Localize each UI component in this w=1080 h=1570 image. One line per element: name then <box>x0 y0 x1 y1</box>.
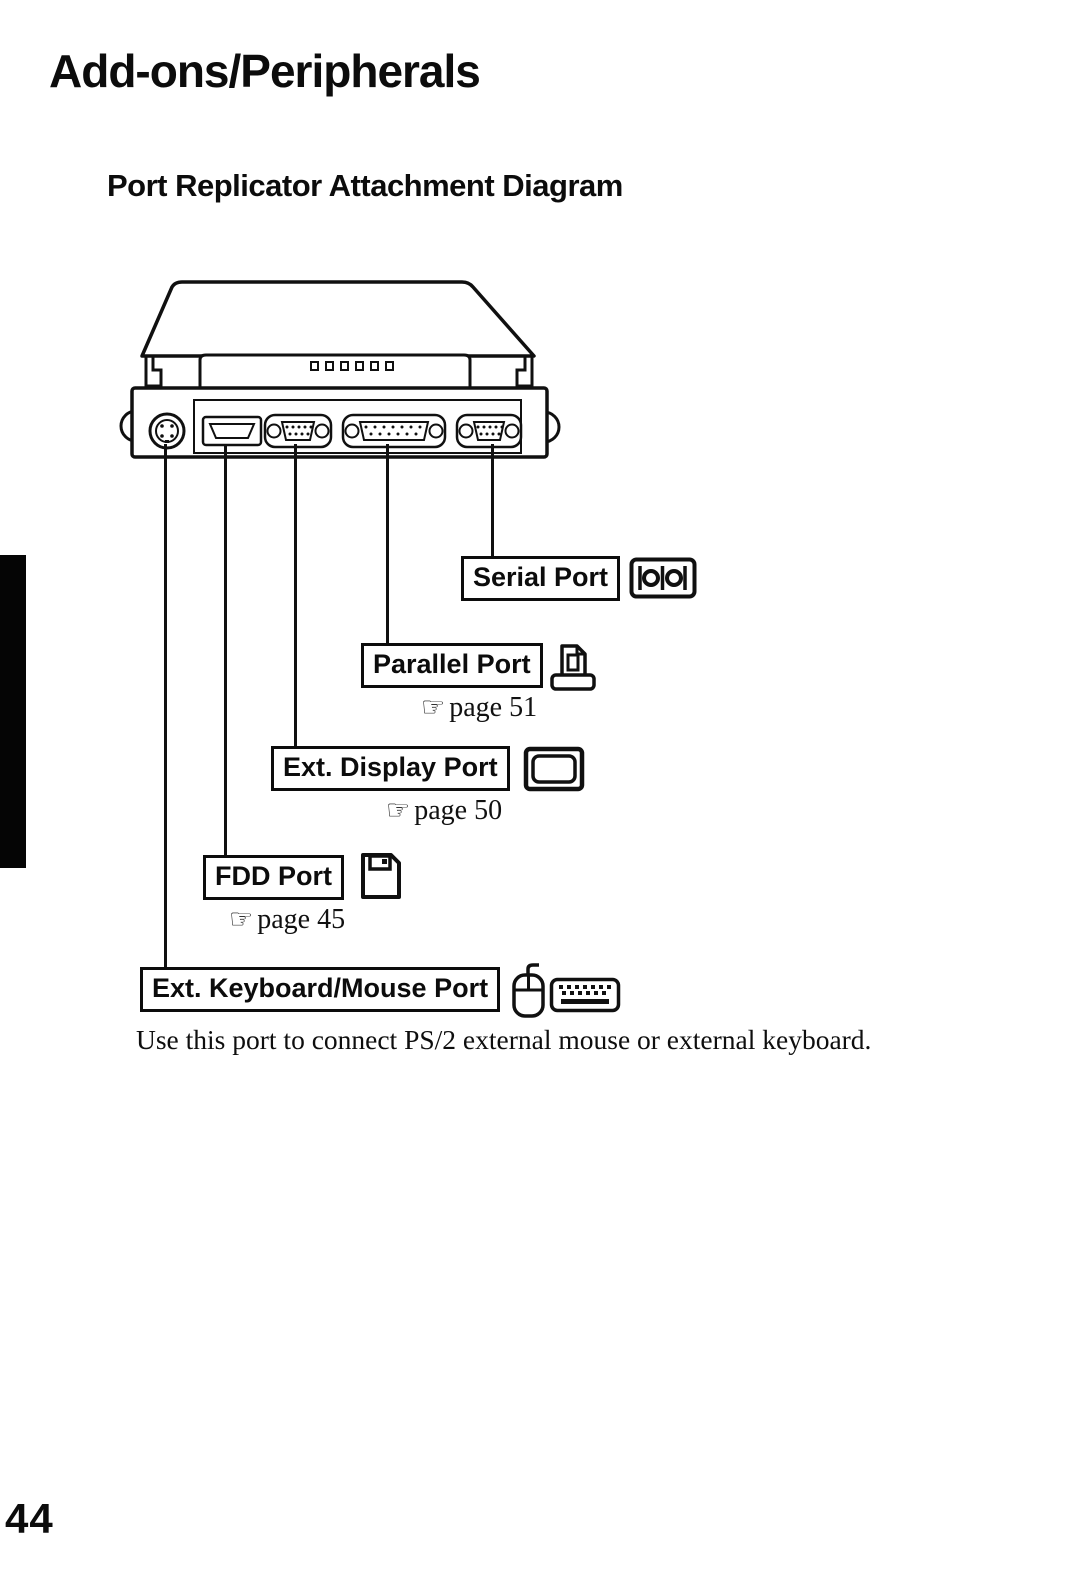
leader-line-display <box>294 444 297 749</box>
ext-keyboard-mouse-port-label-text: Ext. Keyboard/Mouse Port <box>152 973 489 1003</box>
device-lid <box>140 280 536 358</box>
floppy-disk-icon <box>358 851 404 906</box>
left-hinge <box>144 356 163 388</box>
leader-line-parallel <box>386 444 389 645</box>
keyboard-icon <box>549 977 621 1018</box>
serial-port-label: Serial Port <box>461 556 621 601</box>
parallel-port-label: Parallel Port <box>361 643 543 688</box>
serial-connector-icon <box>629 557 697 604</box>
port-replicator-rear-svg <box>119 280 561 459</box>
vent-slots <box>310 361 394 371</box>
pageref-display-text: page 50 <box>414 795 503 826</box>
section-tab-marker <box>0 555 26 868</box>
page-number: 44 <box>5 1495 54 1542</box>
section-title: Port Replicator Attachment Diagram <box>107 168 623 203</box>
fdd-port-label-text: FDD Port <box>215 861 332 891</box>
pointing-hand-icon: ☞ <box>386 795 411 826</box>
ext-display-port-label-text: Ext. Display Port <box>283 752 498 782</box>
parallel-port-label-text: Parallel Port <box>373 649 531 679</box>
monitor-icon <box>523 746 585 799</box>
ext-keyboard-mouse-port-label: Ext. Keyboard/Mouse Port <box>140 967 501 1012</box>
port-replicator-drawing <box>115 276 565 466</box>
pointing-hand-icon: ☞ <box>421 692 446 723</box>
display-connector <box>263 413 333 449</box>
mouse-icon <box>510 962 550 1025</box>
ext-display-port-label: Ext. Display Port <box>271 746 510 791</box>
center-block <box>198 353 472 388</box>
fdd-connector <box>201 415 263 447</box>
footnote-text: Use this port to connect PS/2 external m… <box>136 1024 872 1055</box>
serial-connector <box>455 413 523 449</box>
serial-port-label-text: Serial Port <box>473 562 609 592</box>
parallel-connector <box>341 413 447 449</box>
leader-line-fdd <box>224 444 227 858</box>
pageref-fdd: ☞page 45 <box>229 904 345 936</box>
right-hinge <box>515 356 534 388</box>
leader-line-keyboard <box>164 444 167 970</box>
page-title: Add-ons/Peripherals <box>49 45 481 97</box>
printer-icon <box>549 639 597 698</box>
pageref-display: ☞page 50 <box>386 795 502 827</box>
leader-line-serial <box>491 444 494 558</box>
pageref-parallel: ☞page 51 <box>421 692 537 724</box>
pointing-hand-icon: ☞ <box>229 904 254 935</box>
pageref-parallel-text: page 51 <box>449 692 538 723</box>
fdd-port-label: FDD Port <box>203 855 344 900</box>
pageref-fdd-text: page 45 <box>257 904 346 935</box>
ps2-connector <box>148 412 186 450</box>
